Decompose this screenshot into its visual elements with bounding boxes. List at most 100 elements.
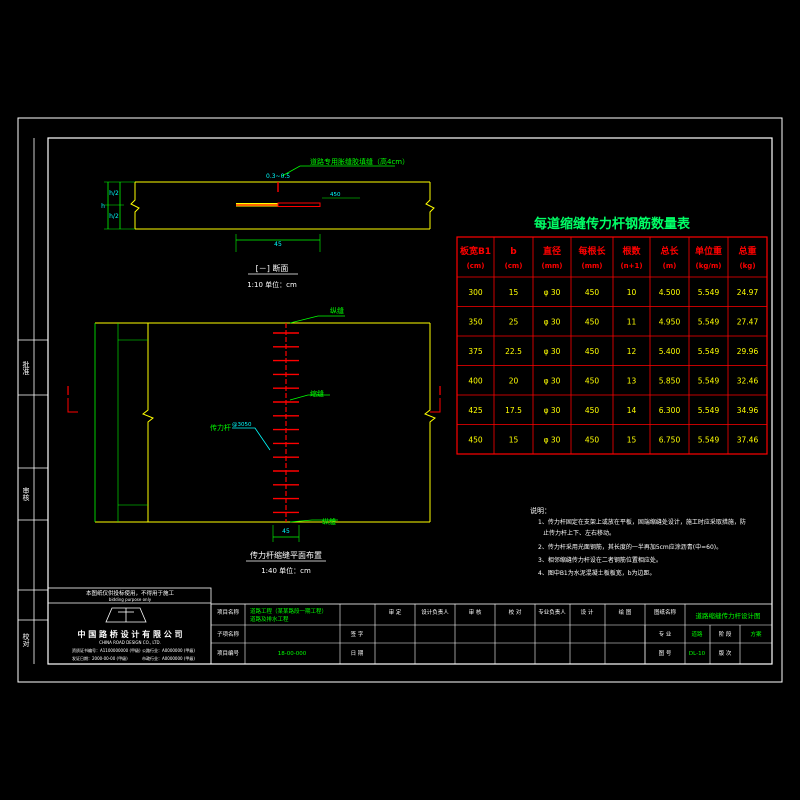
table-cell: 450 — [468, 435, 483, 444]
col-header: 校 对 — [509, 608, 522, 616]
col-header: 设计负责人 — [421, 608, 449, 616]
table-cell: 5.549 — [698, 376, 720, 385]
project-name-label: 项目名称 — [217, 608, 240, 616]
version-label: 版 次 — [719, 649, 732, 657]
table-cell: 32.46 — [737, 376, 759, 385]
table-header: 直径 — [543, 245, 561, 257]
col-header: 审 定 — [389, 608, 402, 616]
table-cell: 5.400 — [659, 347, 681, 356]
table-header: b — [510, 247, 517, 257]
table-header-unit: (mm) — [582, 262, 603, 270]
table-cell: 450 — [585, 406, 600, 415]
table-title: 每道缩缝传力杆钢筋数量表 — [534, 216, 691, 232]
table-header: 根数 — [622, 245, 641, 257]
table-cell: 15 — [627, 435, 637, 444]
table-header-unit: (cm) — [467, 262, 485, 270]
cert-line: 资质证书编号：A1100000000 (甲级) — [72, 647, 141, 653]
rebar-quantity-table: 每道缩缝传力杆钢筋数量表 板宽B1(cm)b(cm)直径(mm)每根长(mm)根… — [456, 216, 768, 455]
plan-title: 传力杆缩缝平面布置 — [250, 550, 322, 560]
plan-view: I I 纵缝 缩缝 传力杆 @3050 纵缝 45 传力杆缩缝平面布置 1:40… — [66, 306, 442, 575]
dim-h: h — [101, 203, 105, 210]
table-header-unit: (m) — [663, 262, 677, 270]
cert-line: 发证日期：2000-00-00 (甲级) — [72, 655, 128, 661]
table-cell: 450 — [585, 376, 600, 385]
company-top-en: bidding purpose only — [109, 597, 152, 602]
section-scale: 1:10 单位：cm — [247, 280, 297, 289]
dim-h2-top: h/2 — [109, 190, 119, 197]
table-cell: 5.549 — [698, 406, 720, 415]
table-cell: 5.549 — [698, 347, 720, 356]
section-detail: h/2 h/2 h 道路专用胀缝胶填缝（高4cm） 0.3~0.5 450 45… — [101, 157, 435, 289]
col-header: 审 核 — [469, 608, 482, 616]
dim-450-label: 450 — [330, 192, 341, 198]
table-cell: 20 — [509, 376, 519, 385]
label-dowel: 传力杆 — [210, 423, 231, 432]
table-cell: 5.549 — [698, 288, 720, 297]
table-cell: 24.97 — [737, 288, 759, 297]
table-cell: 29.96 — [737, 347, 759, 356]
major-value: 道路 — [691, 630, 703, 638]
dowel-bar-plain — [277, 202, 321, 207]
notes-line: 2、传力杆采用光面钢筋，其长度的一半再加5cm应涂沥青(中=60)。 — [538, 543, 722, 551]
table-cell: 400 — [468, 376, 483, 385]
project-name: 道路工程（某某路段一期工程） — [250, 607, 327, 615]
drawing-name-label: 图纸名称 — [654, 608, 677, 616]
table-cell: 450 — [585, 317, 600, 326]
left-strip-label: 校对 — [22, 632, 30, 647]
col-header: 设 计 — [581, 608, 594, 616]
cert-line: 市政行业：A0000000 (甲级) — [142, 655, 195, 661]
table-cell: 375 — [468, 347, 483, 356]
table-grid — [457, 237, 767, 454]
table-header: 总长 — [660, 245, 679, 257]
notes: 说明： 1、传力杆固定在支架上或放在平板，固端缩缝处设计，施工时应采取措施，防 … — [530, 506, 746, 577]
left-strip: 批准 审核 校对 — [18, 138, 48, 664]
left-strip-label: 批准 — [22, 360, 30, 376]
table-cell: 15 — [509, 435, 519, 444]
section-callout: 道路专用胀缝胶填缝（高4cm） — [310, 157, 409, 166]
sign-label: 签 字 — [351, 630, 364, 638]
label-bottom-seam: 纵缝 — [322, 517, 336, 526]
sub-name-label: 子项名称 — [217, 630, 240, 638]
company-name: 中 国 路 桥 设 计 有 限 公 司 — [77, 629, 182, 639]
table-cell: 10 — [627, 288, 637, 297]
drawing-no: DL-10 — [689, 651, 706, 657]
stage-value: 方案 — [750, 630, 762, 638]
cert-line: 公路行业：A0000000 (甲级) — [142, 647, 195, 653]
table-cell: φ 30 — [544, 406, 561, 415]
notes-line: 1、传力杆固定在支架上或放在平板，固端缩缝处设计，施工时应采取措施，防 — [538, 518, 746, 526]
outer-frame — [17, 117, 783, 683]
table-cell: 11 — [627, 317, 637, 326]
col-header: 绘 图 — [619, 608, 632, 616]
plan-scale: 1:40 单位：cm — [261, 566, 311, 575]
label-top-seam: 纵缝 — [330, 306, 344, 315]
notes-line: 止传力杆上下、左右移动。 — [543, 529, 615, 537]
notes-line: 3、相邻缩缝传力杆设在二者钢筋位置相应处。 — [538, 556, 662, 564]
table-cell: 5.850 — [659, 376, 681, 385]
major-label: 专 业 — [659, 630, 672, 638]
table-header-unit: (mm) — [542, 262, 563, 270]
drawing-name: 道路缩缝传力杆设计图 — [696, 611, 761, 620]
table-cell: φ 30 — [544, 376, 561, 385]
table-cell: 300 — [468, 288, 483, 297]
company-en: CHINA ROAD DESIGN CO., LTD. — [99, 640, 161, 645]
table-cell: 14 — [627, 406, 637, 415]
table-header: 总重 — [738, 245, 756, 257]
table-cell: 450 — [585, 435, 600, 444]
table-cell: 425 — [468, 406, 483, 415]
left-strip-label: 审核 — [22, 486, 30, 502]
project-name-2: 道路及排水工程 — [250, 615, 289, 623]
table-cell: φ 30 — [544, 347, 561, 356]
table-cell: φ 30 — [544, 435, 561, 444]
gap-label: 0.3~0.5 — [266, 173, 290, 180]
section-title: [－] 断面 — [256, 263, 289, 273]
table-cell: 12 — [627, 347, 637, 356]
table-cell: 13 — [627, 376, 637, 385]
table-cell: 4.950 — [659, 317, 681, 326]
project-no: 18-00-000 — [278, 651, 307, 657]
table-cell: φ 30 — [544, 317, 561, 326]
table-header: 单位重 — [695, 245, 722, 257]
table-cell: φ 30 — [544, 288, 561, 297]
plan-dim-45: 45 — [282, 528, 290, 535]
label-dowel-spec: @3050 — [232, 422, 252, 428]
